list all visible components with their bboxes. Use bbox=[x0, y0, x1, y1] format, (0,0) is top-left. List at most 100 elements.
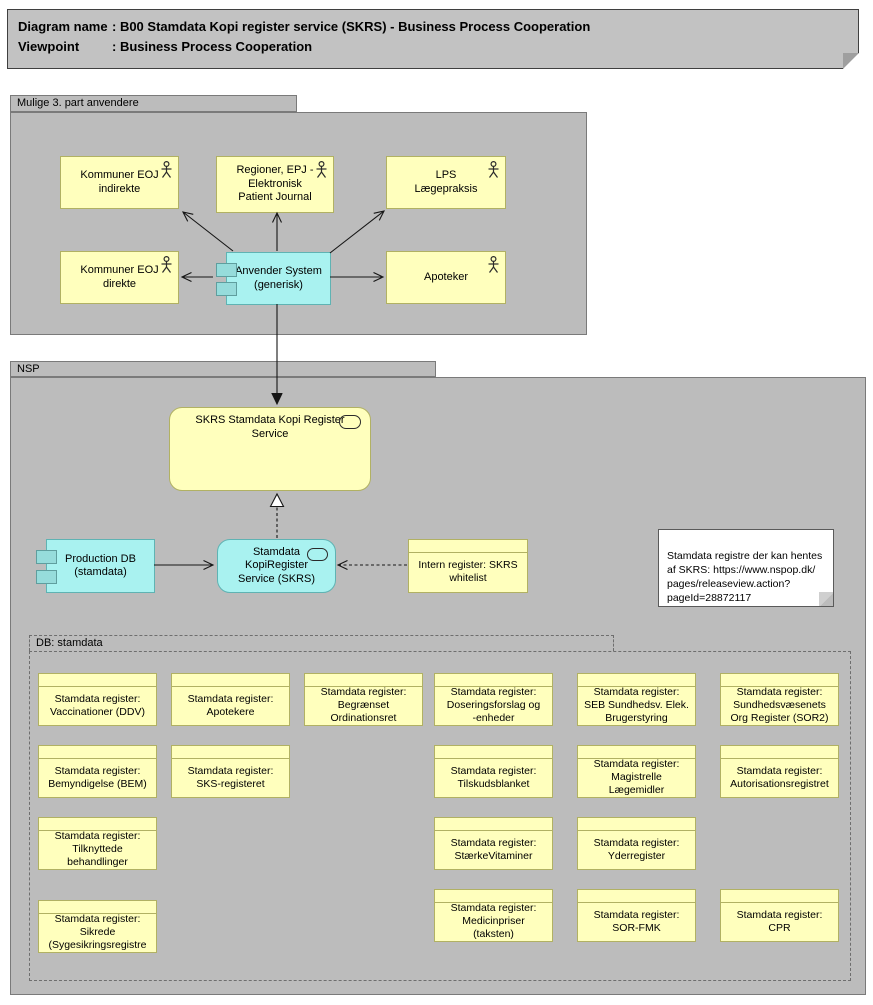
group-tab-nsp: NSP bbox=[10, 361, 436, 377]
register-label: Stamdata register: Autorisationsregistre… bbox=[730, 764, 829, 790]
register-box: Stamdata register: Sikrede (Sygesikrings… bbox=[38, 900, 157, 953]
object-top-band bbox=[578, 674, 695, 687]
object-top-band bbox=[39, 901, 156, 914]
register-box: Stamdata register: Tilknyttede behandlin… bbox=[38, 817, 157, 870]
object-top-band bbox=[39, 674, 156, 687]
node-regioner-epj: Regioner, EPJ - Elektronisk Patient Jour… bbox=[216, 156, 334, 213]
viewpoint-label: Viewpoint bbox=[18, 39, 80, 54]
node-kommuner-eoj-direkte: Kommuner EOJ direkte bbox=[60, 251, 179, 304]
register-box: Stamdata register: Bemyndigelse (BEM) bbox=[38, 745, 157, 798]
object-top-band bbox=[435, 890, 552, 903]
register-label: Stamdata register: Medicinpriser (takste… bbox=[450, 902, 537, 940]
node-label: LPS Lægepraksis bbox=[414, 169, 478, 195]
node-stamdata-kopiregister-service: Stamdata KopiRegister Service (SKRS) bbox=[217, 539, 336, 593]
note-skrs-registers: Stamdata registre der kan hentes af SKRS… bbox=[658, 529, 834, 607]
object-top-band bbox=[172, 674, 289, 687]
object-top-band bbox=[172, 746, 289, 759]
node-apoteker: Apoteker bbox=[386, 251, 506, 304]
title-row-2: Viewpoint : Business Process Cooperation bbox=[18, 37, 858, 57]
group-tab-third-party: Mulige 3. part anvendere bbox=[10, 95, 297, 112]
register-label: Stamdata register: StærkeVitaminer bbox=[450, 836, 537, 862]
register-label: Stamdata register: CPR bbox=[736, 908, 823, 934]
node-label: SKRS Stamdata Kopi Register Service bbox=[195, 414, 345, 440]
register-box: Stamdata register: Sundhedsvæsenets Org … bbox=[720, 673, 839, 726]
actor-icon bbox=[488, 161, 499, 178]
node-label: Stamdata KopiRegister Service (SKRS) bbox=[237, 545, 316, 585]
register-box: Stamdata register: CPR bbox=[720, 889, 839, 942]
register-label: Stamdata register: Bemyndigelse (BEM) bbox=[48, 764, 147, 790]
register-box: Stamdata register: Yderregister bbox=[577, 817, 696, 870]
node-anvender-system: Anvender System (generisk) bbox=[216, 252, 331, 305]
register-label: Stamdata register: Tilknyttede behandlin… bbox=[54, 830, 141, 868]
register-label: Stamdata register: Sundhedsvæsenets Org … bbox=[730, 686, 829, 724]
register-box: Stamdata register: Tilskudsblanket bbox=[434, 745, 553, 798]
register-box: Stamdata register: Vaccinationer (DDV) bbox=[38, 673, 157, 726]
group-label: NSP bbox=[17, 363, 40, 375]
node-intern-register-skrs-whitelist: Intern register: SKRS whitelist bbox=[408, 539, 528, 593]
node-label: Apoteker bbox=[423, 270, 469, 283]
object-top-band bbox=[435, 818, 552, 831]
group-label: Mulige 3. part anvendere bbox=[17, 97, 139, 109]
component-icon bbox=[36, 570, 57, 584]
component-icon bbox=[216, 282, 237, 296]
component-icon bbox=[216, 263, 237, 277]
node-label: Production DB (stamdata) bbox=[65, 552, 136, 579]
register-label: Stamdata register: SEB Sundhedsv. Elek. … bbox=[584, 686, 689, 724]
node-label: Intern register: SKRS whitelist bbox=[418, 559, 518, 584]
object-top-band bbox=[721, 746, 838, 759]
service-pill-icon bbox=[339, 415, 361, 429]
title-row-1: Diagram name : B00 Stamdata Kopi register… bbox=[18, 17, 858, 37]
register-box: Stamdata register: SEB Sundhedsv. Elek. … bbox=[577, 673, 696, 726]
register-label: Stamdata register: Doseringsforslag og -… bbox=[446, 686, 541, 724]
node-label: Kommuner EOJ direkte bbox=[80, 264, 159, 290]
register-label: Stamdata register: Magistrelle Lægemidle… bbox=[593, 758, 680, 796]
register-box: Stamdata register: Apotekere bbox=[171, 673, 290, 726]
register-box: Stamdata register: StærkeVitaminer bbox=[434, 817, 553, 870]
actor-icon bbox=[488, 256, 499, 273]
node-kommuner-eoj-indirekte: Kommuner EOJ indirekte bbox=[60, 156, 179, 209]
actor-icon bbox=[161, 161, 172, 178]
actor-icon bbox=[161, 256, 172, 273]
group-body-db-stamdata: Stamdata register: Vaccinationer (DDV) S… bbox=[29, 651, 851, 981]
node-skrs-stamdata-kopi-register-service: SKRS Stamdata Kopi Register Service bbox=[169, 407, 371, 491]
register-label: Stamdata register: Tilskudsblanket bbox=[450, 764, 537, 790]
register-box: Stamdata register: Autorisationsregistre… bbox=[720, 745, 839, 798]
object-top-band bbox=[435, 746, 552, 759]
register-box: Stamdata register: Doseringsforslag og -… bbox=[434, 673, 553, 726]
component-icon bbox=[36, 550, 57, 564]
register-label: Stamdata register: Yderregister bbox=[593, 836, 680, 862]
group-body-nsp: SKRS Stamdata Kopi Register Service Prod… bbox=[10, 377, 866, 995]
title-label: Diagram name bbox=[18, 19, 108, 34]
object-top-band bbox=[435, 674, 552, 687]
title-value: : B00 Stamdata Kopi register service (SK… bbox=[112, 19, 591, 34]
register-label: Stamdata register: SOR-FMK bbox=[593, 908, 680, 934]
register-label: Stamdata register: Vaccinationer (DDV) bbox=[50, 692, 145, 718]
node-label: Regioner, EPJ - Elektronisk Patient Jour… bbox=[236, 164, 314, 204]
note-text: Stamdata registre der kan hentes af SKRS… bbox=[667, 550, 823, 604]
node-label: Kommuner EOJ indirekte bbox=[80, 169, 159, 195]
register-box: Stamdata register: Magistrelle Lægemidle… bbox=[577, 745, 696, 798]
group-body-third-party: Kommuner EOJ indirekte Regioner, EPJ - E… bbox=[10, 112, 587, 335]
object-top-band bbox=[578, 746, 695, 759]
node-production-db: Production DB (stamdata) bbox=[36, 539, 155, 593]
register-box: Stamdata register: Begrænset Ordinations… bbox=[304, 673, 423, 726]
service-pill-icon bbox=[307, 548, 328, 561]
object-top-band bbox=[409, 540, 527, 553]
group-label: DB: stamdata bbox=[36, 637, 103, 649]
viewpoint-value: : Business Process Cooperation bbox=[112, 39, 313, 54]
object-top-band bbox=[578, 890, 695, 903]
node-label: Anvender System (generisk) bbox=[235, 265, 322, 291]
object-top-band bbox=[39, 818, 156, 831]
register-label: Stamdata register: Begrænset Ordinations… bbox=[320, 686, 407, 724]
object-top-band bbox=[305, 674, 422, 687]
register-box: Stamdata register: SKS-registeret bbox=[171, 745, 290, 798]
register-label: Stamdata register: Sikrede (Sygesikrings… bbox=[48, 913, 147, 951]
group-tab-db-stamdata: DB: stamdata bbox=[29, 635, 614, 651]
object-top-band bbox=[721, 890, 838, 903]
register-label: Stamdata register: SKS-registeret bbox=[187, 764, 274, 790]
object-top-band bbox=[39, 746, 156, 759]
node-lps-laegepraksis: LPS Lægepraksis bbox=[386, 156, 506, 209]
object-top-band bbox=[578, 818, 695, 831]
register-box: Stamdata register: Medicinpriser (takste… bbox=[434, 889, 553, 942]
register-box: Stamdata register: SOR-FMK bbox=[577, 889, 696, 942]
